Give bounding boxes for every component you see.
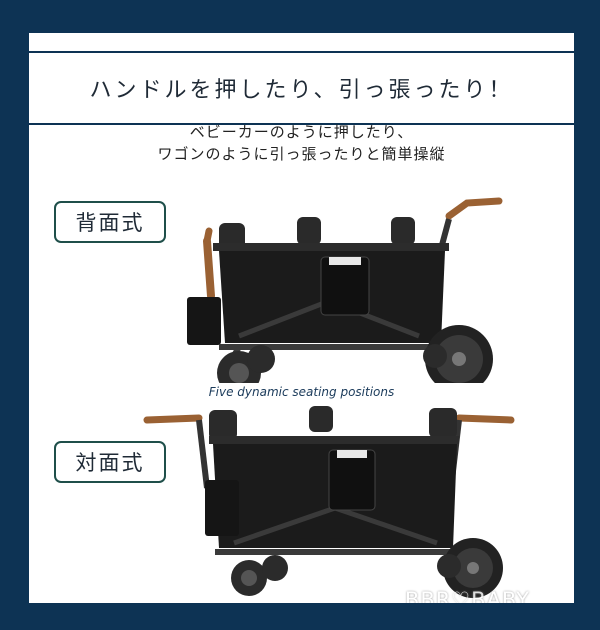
description-line-1: ベビーカーのように押したり、 bbox=[189, 123, 414, 141]
mode-badge-rear-facing: 背面式 bbox=[54, 201, 166, 243]
watermark: BBR♡BABY bbox=[404, 588, 530, 603]
mode-badge-face-to-face: 対面式 bbox=[54, 441, 166, 483]
seating-caption: Five dynamic seating positions bbox=[208, 385, 395, 399]
wagon-image-face-to-face bbox=[143, 406, 515, 598]
description-line-2: ワゴンのように引っ張ったりと簡単操縦 bbox=[157, 145, 446, 163]
content-panel: ハンドルを押したり、引っ張ったり！ ベビーカーのように押したり、 ワゴンのように… bbox=[29, 33, 574, 603]
title-band: ハンドルを押したり、引っ張ったり！ bbox=[29, 51, 574, 125]
page-title: ハンドルを押したり、引っ張ったり！ bbox=[89, 78, 514, 103]
wagon-image-rear-facing bbox=[187, 197, 503, 383]
